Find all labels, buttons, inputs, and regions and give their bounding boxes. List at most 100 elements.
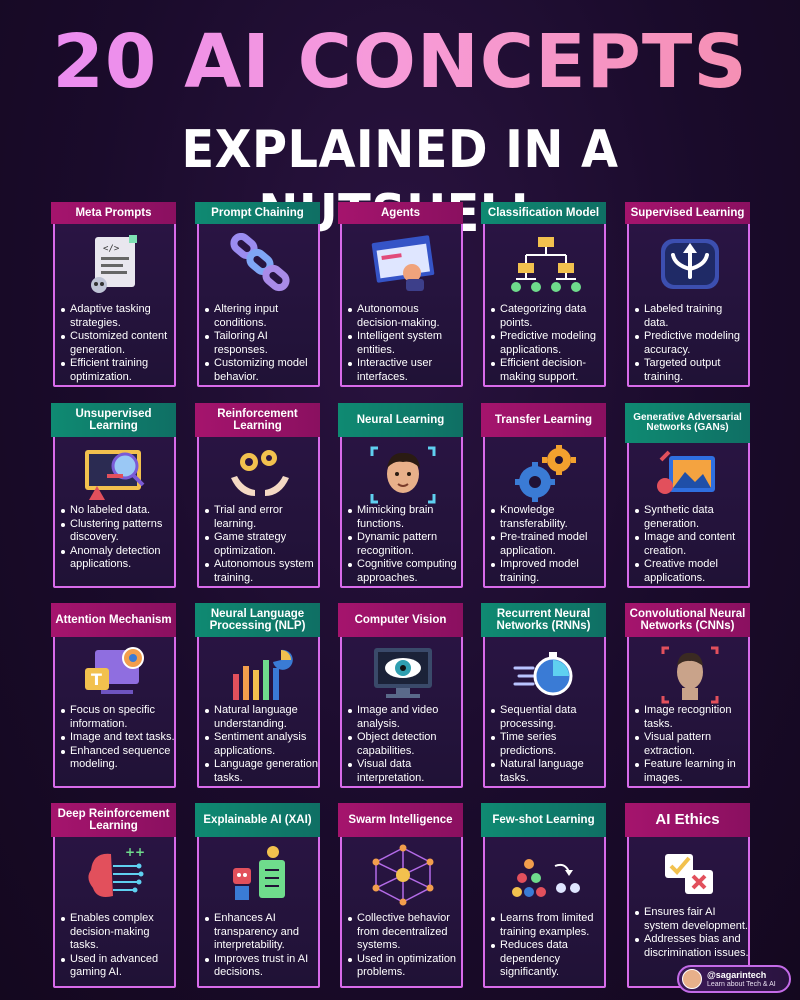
card-supervised-learning: Supervised Learning Labeled training dat… <box>625 202 750 387</box>
dots-tree-icon <box>511 844 581 906</box>
robot-checklist-icon <box>225 844 295 906</box>
bullet-list: Labeled training data. Predictive modeli… <box>633 303 749 384</box>
bullet: Customized content generation. <box>59 330 175 357</box>
bullet: Efficient decision-making support. <box>489 357 605 384</box>
bullet: Synthetic data generation. <box>633 504 749 531</box>
bullet: Collective behavior from decentralized s… <box>346 912 462 953</box>
bullet: Autonomous decision-making. <box>346 303 462 330</box>
bullet: Image recognition tasks. <box>633 704 749 731</box>
bullet-list: Trial and error learning. Game strategy … <box>203 504 319 585</box>
bullet: Cognitive computing approaches. <box>346 558 462 585</box>
svg-text:</>: </> <box>103 244 120 254</box>
bullet: Altering input conditions. <box>203 303 319 330</box>
bullet: Natural language tasks. <box>489 758 605 785</box>
bullet: Enhanced sequence modeling. <box>59 745 175 772</box>
bullet-list: Altering input conditions. Tailoring AI … <box>203 303 319 384</box>
card-title: Neural Learning <box>338 403 463 437</box>
face-frame-icon <box>655 644 725 706</box>
card-attention-mechanism: Attention Mechanism T Focus on specific … <box>51 603 176 788</box>
bullet: Enables complex decision-making tasks. <box>59 912 175 953</box>
card-computer-vision: Computer Vision Image and video analysis… <box>338 603 463 788</box>
svg-text:++: ++ <box>125 845 145 859</box>
card-title: Few-shot Learning <box>481 803 606 837</box>
card-title: Transfer Learning <box>481 403 606 437</box>
card-title: Agents <box>338 202 463 224</box>
card-cnns: Convolutional Neural Networks (CNNs) Ima… <box>625 603 750 788</box>
bullet: Feature learning in images. <box>633 758 749 785</box>
bullet: Game strategy optimization. <box>203 531 319 558</box>
bullet-list: Image recognition tasks. Visual pattern … <box>633 704 749 785</box>
bullet-list: Learns from limited training examples. R… <box>489 912 605 980</box>
brain-circuit-icon: ++ <box>81 844 151 906</box>
bullet: Targeted output training. <box>633 357 749 384</box>
bullet-list: Natural language understanding. Sentimen… <box>203 704 319 785</box>
monitor-eye-icon <box>368 644 438 706</box>
card-few-shot-learning: Few-shot Learning Learns from limited tr… <box>481 803 606 988</box>
bullet: Focus on specific information. <box>59 704 175 731</box>
card-agents: Agents Autonomous decision-making. Intel… <box>338 202 463 387</box>
card-ai-ethics: AI Ethics Ensures fair AI system develop… <box>625 803 750 988</box>
card-unsupervised-learning: Unsupervised Learning No labeled data. C… <box>51 403 176 588</box>
bullet: Sequential data processing. <box>489 704 605 731</box>
card-title: Supervised Learning <box>625 202 750 224</box>
bullet-list: No labeled data. Clustering patterns dis… <box>59 504 175 572</box>
bullet-list: Knowledge transferability. Pre-trained m… <box>489 504 605 585</box>
bullet: Used in advanced gaming AI. <box>59 953 175 980</box>
palette-image-icon <box>655 448 725 504</box>
hierarchy-tree-icon <box>511 233 581 295</box>
chain-links-icon <box>225 233 295 295</box>
card-title: Meta Prompts <box>51 202 176 224</box>
bullet: Language generation tasks. <box>203 758 319 785</box>
bullet-list: Synthetic data generation. Image and con… <box>633 504 749 585</box>
svg-text:T: T <box>91 670 102 689</box>
bullet: Image and video analysis. <box>346 704 462 731</box>
monitor-magnifier-icon <box>81 444 151 506</box>
bullet: Visual data interpretation. <box>346 758 462 785</box>
bullet-list: Enables complex decision-making tasks. U… <box>59 912 175 980</box>
bullet: Customizing model behavior. <box>203 357 319 384</box>
bar-pie-chart-icon <box>225 644 295 706</box>
bullet: Clustering patterns discovery. <box>59 518 175 545</box>
bullet: Object detection capabilities. <box>346 731 462 758</box>
bullet-list: Categorizing data points. Predictive mod… <box>489 303 605 384</box>
bullet: Predictive modeling applications. <box>489 330 605 357</box>
card-swarm-intelligence: Swarm Intelligence Collective behavior f… <box>338 803 463 988</box>
network-nodes-icon <box>368 844 438 906</box>
bullet: Pre-trained model application. <box>489 531 605 558</box>
author-badge[interactable]: @sagarintech Learn about Tech & AI <box>677 965 791 993</box>
bullet-list: Sequential data processing. Time series … <box>489 704 605 785</box>
bullet: Dynamic pattern recognition. <box>346 531 462 558</box>
face-scan-icon <box>368 444 438 506</box>
bullet-list: Image and video analysis. Object detecti… <box>346 704 462 785</box>
card-explainable-ai: Explainable AI (XAI) Enhances AI transpa… <box>195 803 320 988</box>
stopwatch-speed-icon <box>511 644 581 706</box>
bullet: Visual pattern extraction. <box>633 731 749 758</box>
card-title: Prompt Chaining <box>195 202 320 224</box>
card-meta-prompts: Meta Prompts </> Adaptive tasking strate… <box>51 202 176 387</box>
card-gans: Generative Adversarial Networks (GANs) S… <box>625 403 750 588</box>
check-cross-icon <box>655 844 725 906</box>
bullet: Knowledge transferability. <box>489 504 605 531</box>
card-title: Unsupervised Learning <box>51 403 176 437</box>
card-title: Generative Adversarial Networks (GANs) <box>625 403 750 443</box>
bullet: Trial and error learning. <box>203 504 319 531</box>
bullet: Enhances AI transparency and interpretab… <box>203 912 319 953</box>
bullet: Tailoring AI responses. <box>203 330 319 357</box>
avatar <box>682 969 702 989</box>
card-title: Recurrent Neural Networks (RNNs) <box>481 603 606 637</box>
bullet: Addresses bias and discrimination issues… <box>633 933 749 960</box>
author-tagline: Learn about Tech & AI <box>707 981 776 988</box>
card-neural-learning: Neural Learning Mimicking brain function… <box>338 403 463 588</box>
card-title: Reinforcement Learning <box>195 403 320 437</box>
focus-screen-icon: T <box>81 644 151 706</box>
bullet: Efficient training optimization. <box>59 357 175 384</box>
split-arrows-icon <box>655 233 725 295</box>
gears-icon <box>511 444 581 506</box>
bullet-list: Focus on specific information. Image and… <box>59 704 175 772</box>
card-title: Attention Mechanism <box>51 603 176 637</box>
bullet: Predictive modeling accuracy. <box>633 330 749 357</box>
bullet: No labeled data. <box>59 504 175 518</box>
bullet: Image and content creation. <box>633 531 749 558</box>
bullet: Natural language understanding. <box>203 704 319 731</box>
bullet: Interactive user interfaces. <box>346 357 462 384</box>
